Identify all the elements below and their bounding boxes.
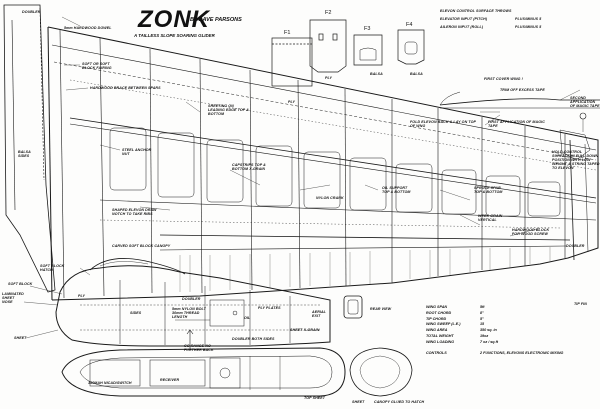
note-receiver: RECEIVER [160, 378, 180, 382]
note-aerial-exit: AERIAL EXIT [312, 310, 326, 318]
former-f4-label: F4 [406, 22, 413, 28]
spec-wing-loading-label: WING LOADING [426, 339, 455, 344]
spec-wing-loading-value: 7 oz / sq.ft [480, 339, 499, 344]
spec-total-weight-value: 19oz [480, 333, 489, 338]
note-balsa-sides: BALSA SIDES [18, 150, 31, 158]
hinge-second-app: SECOND APPLICATION OF MAGIC TAPE [570, 96, 600, 108]
note-doubler: DOUBLER [182, 297, 201, 301]
note-soft-block-hatch: SOFT BLOCK HATCH [40, 264, 65, 272]
spec-labels: WING SPAN ROOT CHORD TIP CHORD WING SWEE… [426, 305, 460, 346]
spec-wing-sweep-label: WING SWEEP (L.E.) [426, 322, 461, 327]
hinge-hold-note: HOLD CONTROL SURFACE IN FULL DOWN POSITI… [552, 150, 600, 170]
note-steel-nut: STEEL ANCHOR NUT [122, 148, 152, 156]
note-laminated: LAMINATED SHEET NOSE [2, 292, 24, 304]
canopy-plan [349, 347, 413, 397]
note-nicad: 150MAH NICAD/SWITCH [88, 381, 132, 385]
note-ply-nose: PLY [78, 294, 86, 298]
hinge-trim-off: TRIM OFF EXCESS TAPE [500, 88, 545, 92]
formers [271, 19, 425, 87]
hinge-first-app: FIRST APPLICATION OF MAGIC TAPE [488, 120, 545, 128]
note-tip-fin: TIP FIN [574, 302, 587, 306]
note-sheet: SHEET [14, 336, 27, 340]
note-doubler-both: DOUBLER BOTH SIDES [232, 337, 275, 341]
spec-controls-value: 2 FUNCTIONS, ELEVONS ELECTRONIC MIXING [480, 351, 564, 355]
note-top-sheet: TOP SHEET [304, 396, 326, 400]
note-hw-brace: HARDWOOD BRACE BETWEEN SPARS [90, 86, 161, 90]
spec-wing-sweep-value: 15 [480, 322, 485, 327]
throws-elevator-value: PLUS/MINUS 5 [515, 17, 542, 21]
note-dowel: 5mm HARDWOOD DOWEL [64, 26, 112, 30]
spec-total-weight-label: TOTAL WEIGHT [426, 333, 454, 338]
fuselage-side-view [55, 258, 331, 350]
throws-elevator-label: ELEVATOR INPUT (PITCH) [440, 17, 488, 21]
hinge-first-cover: FIRST COVER WING ! [484, 77, 523, 81]
note-soft-block: SOFT BLOCK [8, 282, 33, 286]
spec-tip-chord-label: TIP CHORD [426, 316, 447, 321]
note-nylon-crank: NYLON CRANK [316, 196, 344, 200]
former-f2-label: F2 [325, 10, 332, 16]
byline: By DAVE PARSONS [190, 17, 242, 23]
throws-aileron-value: PLUS/MINUS 5 [515, 25, 542, 29]
spec-values: 5ft 8" 5" 15 350 sq. in 19oz 7 oz / sq.f… [480, 305, 498, 346]
note-doubler-right: DOUBLER [566, 244, 585, 248]
spec-wing-span-value: 5ft [480, 305, 485, 309]
f2-material: PLY [325, 76, 333, 80]
spec-controls-label: CONTROLS [426, 351, 447, 355]
note-ply-plates: PLY PLATES [258, 306, 281, 310]
plan-title: ZONK [138, 6, 210, 33]
f3-material: BALSA [370, 72, 383, 76]
spec-wing-area-value: 350 sq. in [480, 328, 497, 333]
note-sides: SIDES [130, 311, 142, 315]
former-f1-label: F1 [284, 30, 291, 36]
note-webs: WEBS GRAIN VERTICAL [478, 214, 503, 222]
f4-material: BALSA [410, 72, 423, 76]
note-canopy: CARVED SOFT BLOCK CANOPY [112, 244, 171, 248]
throws-heading: ELEVON CONTROL SURFACE THROWS [440, 9, 512, 13]
note-rear-view: REAR VIEW [370, 307, 392, 311]
note-soft-block: SOFT OR SOFT BLOCK FAIRING [82, 62, 112, 70]
wing-panel [47, 26, 599, 301]
note-oil: OIL [244, 316, 251, 320]
spec-root-chord-value: 8" [480, 310, 484, 315]
fuselage-plan-view [61, 347, 346, 397]
leader-lines [23, 16, 586, 339]
hinge-detail [439, 91, 600, 161]
note-shaped-elevon: SHAPED ELEVON DRAW NOTCH TO TAKE RIBS [112, 208, 157, 216]
note-nylon-bolt: 5mm NYLON BOLT 30mm THREAD LENGTH [172, 307, 206, 319]
note-canopy-glued: CANOPY GLUED TO HATCH [374, 400, 425, 404]
subtitle: A TAILLESS SLOPE SOARING GLIDER [134, 33, 215, 38]
note-doubler-top: DOUBLER [22, 10, 41, 14]
hinge-fold: FOLD ELEVON BACK & LAY ON TOP OF WNG [410, 120, 476, 128]
former-f3-label: F3 [364, 26, 371, 32]
f1-material: PLY [288, 100, 296, 104]
spec-wing-area-label: WING AREA [426, 328, 448, 333]
note-sheet-bottom: SHEET [352, 400, 365, 404]
note-sheeting: SHEETING ON LEADING EDGE TOP & BOTTOM [208, 104, 249, 116]
spec-wing-span-label: WING SPAN [426, 305, 448, 309]
note-capstrips: CAPSTRIPS TOP & BOTTOM X-GRAIN [232, 163, 266, 171]
rear-view [343, 295, 363, 319]
throws-aileron-label: AILERON INPUT (ROLL) [440, 25, 484, 29]
note-oil-support: OIL SUPPORT TOP & BOTTOM [382, 186, 411, 194]
tip-fin-side-view [3, 4, 56, 293]
note-spruce-spar: SPRUCE SPAR TOP & BOTTOM [474, 186, 503, 194]
spec-root-chord-label: ROOT CHORD [426, 310, 452, 315]
note-hw-block: HARDWOOD BLOCK FOR WOOD SCREW [512, 228, 550, 236]
note-cg-range: CG RANGE NO FURTHER BACK [184, 344, 214, 352]
note-sheet-xgrain: SHEET X-GRAIN [290, 328, 320, 332]
spec-tip-chord-value: 5" [480, 316, 484, 321]
